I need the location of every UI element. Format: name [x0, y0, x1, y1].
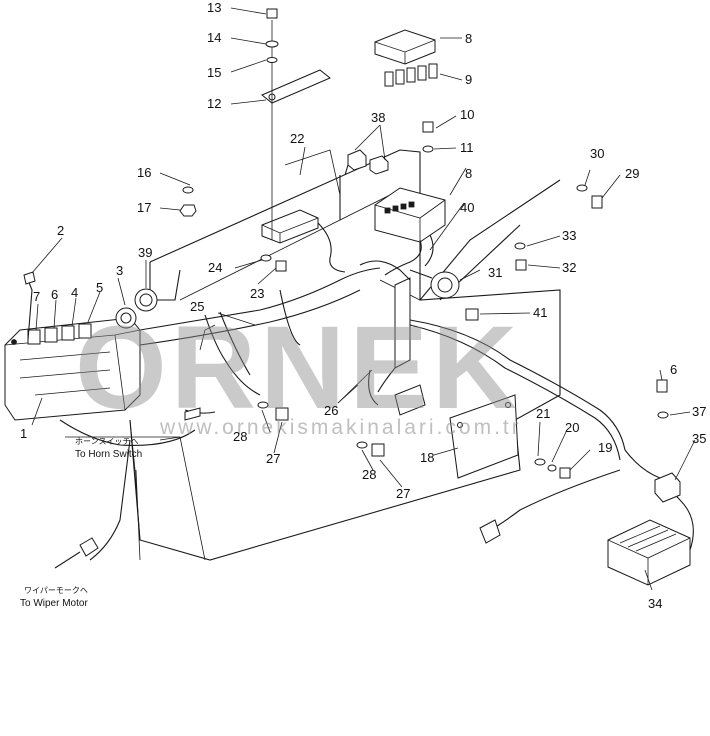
- callout-6-right: 6: [670, 362, 677, 377]
- callout-41: 41: [533, 305, 547, 320]
- callout-8-mid: 8: [465, 166, 472, 181]
- callout-15: 15: [207, 65, 221, 80]
- callout-32: 32: [562, 260, 576, 275]
- leader-lines: [31, 7, 696, 591]
- callout-40: 40: [460, 200, 474, 215]
- callout-34: 34: [648, 596, 662, 611]
- horn-switch-note-jp: ホーンスイッチへ: [75, 437, 138, 446]
- controller-box: [607, 479, 694, 586]
- callout-27-right: 27: [396, 486, 410, 501]
- callout-6-left: 6: [51, 287, 58, 302]
- callout-7: 7: [33, 289, 40, 304]
- wiper-lead: [54, 407, 201, 569]
- callout-30: 30: [590, 146, 604, 161]
- switch-box: [4, 271, 158, 421]
- callout-38: 38: [371, 110, 385, 125]
- wiper-motor-note-en: To Wiper Motor: [20, 598, 88, 609]
- callout-20: 20: [565, 420, 579, 435]
- relay-unit: [261, 175, 346, 273]
- callout-12: 12: [207, 96, 221, 111]
- callout-28-left: 28: [233, 429, 247, 444]
- callout-29: 29: [625, 166, 639, 181]
- fuse-box: [374, 187, 446, 276]
- callout-23: 23: [250, 286, 264, 301]
- callout-24: 24: [208, 260, 222, 275]
- connector-pair: [344, 149, 389, 176]
- wire-harness: [59, 267, 661, 561]
- bracket-plate: [261, 8, 331, 240]
- callout-33: 33: [562, 228, 576, 243]
- callout-21: 21: [536, 406, 550, 421]
- callout-13: 13: [207, 0, 221, 15]
- callout-18: 18: [420, 450, 434, 465]
- callout-28-right: 28: [362, 467, 376, 482]
- callout-1: 1: [20, 426, 27, 441]
- wiper-motor-note-jp: ワイパーモークヘ: [24, 586, 88, 595]
- callout-27-left: 27: [266, 451, 280, 466]
- callout-26: 26: [324, 403, 338, 418]
- watermark-url: www.ornekismakinalari.com.tr: [159, 416, 522, 439]
- fasteners: [179, 121, 669, 479]
- fuse-box-cover: [374, 29, 436, 65]
- callout-37: 37: [692, 404, 706, 419]
- callout-16: 16: [137, 165, 151, 180]
- callout-9: 9: [465, 72, 472, 87]
- callout-2: 2: [57, 223, 64, 238]
- callout-35: 35: [692, 431, 706, 446]
- callout-22: 22: [290, 131, 304, 146]
- callout-4: 4: [71, 285, 78, 300]
- fuse-set: [384, 63, 438, 87]
- watermark-brand: ORNEK: [75, 302, 521, 434]
- mounting-plate: [394, 384, 519, 479]
- callout-25: 25: [190, 299, 204, 314]
- callout-8-top: 8: [465, 31, 472, 46]
- callout-19: 19: [598, 440, 612, 455]
- callout-14: 14: [207, 30, 221, 45]
- relay-small: [654, 472, 681, 503]
- key-switch-assembly: [359, 260, 460, 393]
- callout-31: 31: [488, 265, 502, 280]
- callout-11: 11: [460, 140, 474, 155]
- callout-3: 3: [116, 263, 123, 278]
- callout-39: 39: [138, 245, 152, 260]
- callout-17: 17: [137, 200, 151, 215]
- callout-numbers: 13 14 15 12 8 9 10 11 38 22 16 17 8 40 3…: [20, 0, 706, 611]
- routing-notes: ホーンスイッチへ To Horn Switch ワイパーモークヘ To Wipe…: [20, 437, 142, 609]
- callout-5: 5: [96, 280, 103, 295]
- plug-connector: [479, 519, 501, 544]
- horn-switch-note-en: To Horn Switch: [75, 449, 142, 460]
- callout-10: 10: [460, 107, 474, 122]
